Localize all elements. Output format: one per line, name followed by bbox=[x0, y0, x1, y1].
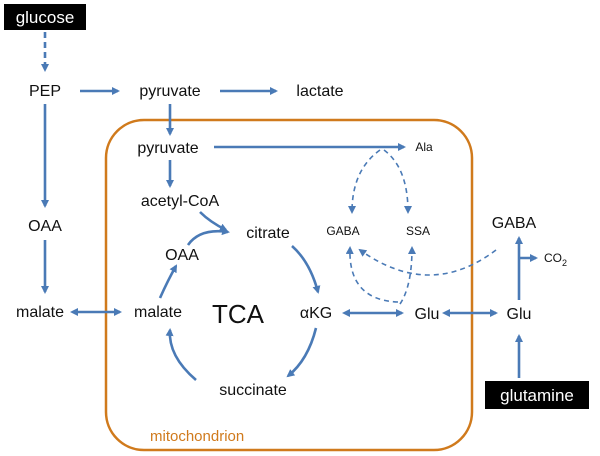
ala-to-gaba-dashed-arrow bbox=[348, 149, 381, 214]
glucose-label: glucose bbox=[16, 8, 75, 27]
pep-label: PEP bbox=[29, 83, 61, 100]
glucose-box bbox=[4, 4, 86, 30]
citrate-to-akg-arrow bbox=[291, 245, 321, 294]
mitochondrion-compartment bbox=[104, 118, 474, 452]
co2-subscript: 2 bbox=[562, 258, 567, 268]
lactate-label: lactate bbox=[296, 83, 343, 100]
pyruvate-mito-label: pyruvate bbox=[137, 140, 198, 157]
oaa-to-citrate-arrow bbox=[186, 227, 230, 246]
gaba-cytosol-label: GABA bbox=[492, 215, 537, 232]
gaba-mito-label: GABA bbox=[326, 224, 359, 238]
glutamine-box bbox=[485, 381, 589, 409]
glutamine-label: glutamine bbox=[500, 386, 574, 405]
ala-label: Ala bbox=[415, 140, 433, 154]
akg-label: αKG bbox=[300, 305, 332, 322]
glu-cytosol-label: Glu bbox=[507, 306, 532, 323]
succinate-label: succinate bbox=[219, 382, 287, 399]
co2-base: CO bbox=[544, 251, 562, 265]
malate-cytosol-label: malate bbox=[16, 304, 64, 321]
malate-mito-label: malate bbox=[134, 304, 182, 321]
ssa-label: SSA bbox=[406, 224, 430, 238]
ala-to-ssa-dashed-arrow bbox=[383, 149, 412, 214]
malate-to-oaa-arrow bbox=[158, 264, 178, 299]
glu-to-gaba-mito-dashed-arrow bbox=[345, 246, 399, 303]
tca-label: TCA bbox=[212, 299, 265, 329]
succinate-to-malate-arrow bbox=[165, 328, 197, 381]
glu-to-ssa-dashed-arrow bbox=[399, 246, 416, 305]
oaa-mito-label: OAA bbox=[165, 247, 199, 264]
oaa-cytosol-label: OAA bbox=[28, 218, 62, 235]
akg-to-succinate-arrow bbox=[286, 327, 318, 378]
acetyl-coa-label: acetyl-CoA bbox=[141, 193, 220, 210]
glu-mito-label: Glu bbox=[415, 306, 440, 323]
acetyl-coa-to-citrate-arrow bbox=[199, 211, 228, 232]
co2-label: CO2 bbox=[544, 251, 567, 268]
pyruvate-cytosol-label: pyruvate bbox=[139, 83, 200, 100]
citrate-label: citrate bbox=[246, 225, 290, 242]
gaba-cytosol-to-mito-dashed-arrow bbox=[358, 248, 497, 276]
mitochondrion-label: mitochondrion bbox=[150, 428, 244, 445]
